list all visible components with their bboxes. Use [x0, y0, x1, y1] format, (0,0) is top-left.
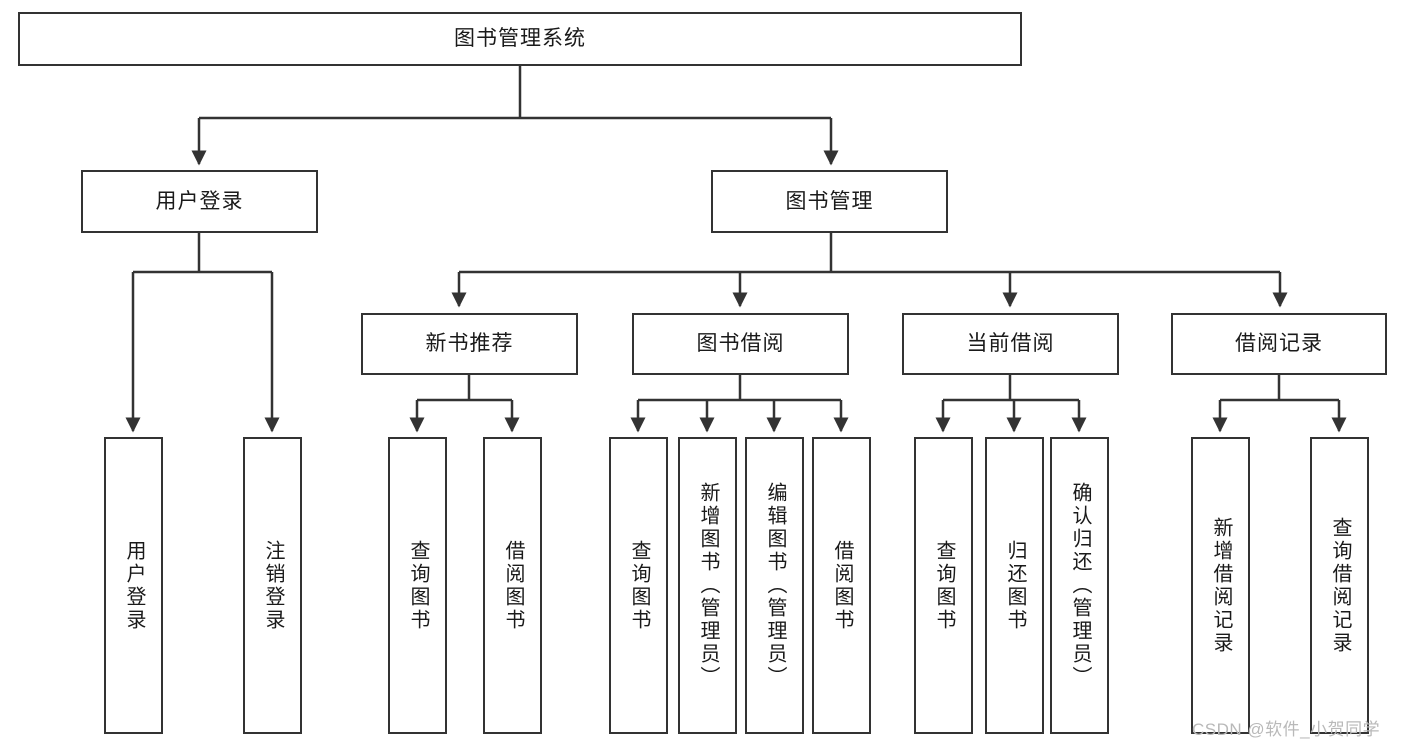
- node-new-book-recommend[interactable]: 新书推荐: [361, 313, 578, 375]
- node-leaf-query-book-2[interactable]: 查询图书: [609, 437, 668, 734]
- node-leaf-edit-book-label: 编辑图书（管理员）: [764, 482, 786, 689]
- node-borrow-record[interactable]: 借阅记录: [1171, 313, 1387, 375]
- node-user-login-label: 用户登录: [155, 189, 244, 213]
- node-root[interactable]: 图书管理系统: [18, 12, 1022, 66]
- node-leaf-return-book[interactable]: 归还图书: [985, 437, 1044, 734]
- node-new-book-recommend-label: 新书推荐: [425, 332, 514, 356]
- node-book-manage-label: 图书管理: [785, 189, 874, 213]
- node-borrow-record-label: 借阅记录: [1235, 332, 1323, 356]
- csdn-watermark: CSDN @软件_小贺同学: [1192, 720, 1381, 739]
- node-leaf-edit-book[interactable]: 编辑图书（管理员）: [745, 437, 804, 734]
- node-leaf-user-login[interactable]: 用户登录: [104, 437, 163, 734]
- node-leaf-borrow-book-1-label: 借阅图书: [502, 539, 524, 632]
- node-leaf-user-logout[interactable]: 注销登录: [243, 437, 302, 734]
- node-leaf-add-book[interactable]: 新增图书（管理员）: [678, 437, 737, 734]
- node-leaf-add-record[interactable]: 新增借阅记录: [1191, 437, 1250, 734]
- node-book-borrow[interactable]: 图书借阅: [632, 313, 849, 375]
- node-current-borrow-label: 当前借阅: [966, 332, 1055, 356]
- node-leaf-query-book-3-label: 查询图书: [933, 539, 955, 632]
- node-leaf-confirm-return[interactable]: 确认归还（管理员）: [1050, 437, 1109, 734]
- node-leaf-query-book-2-label: 查询图书: [628, 539, 650, 632]
- node-leaf-user-logout-label: 注销登录: [262, 539, 284, 632]
- node-leaf-return-book-label: 归还图书: [1004, 539, 1026, 632]
- node-book-manage[interactable]: 图书管理: [711, 170, 948, 233]
- node-leaf-query-book-1-label: 查询图书: [407, 539, 429, 632]
- node-current-borrow[interactable]: 当前借阅: [902, 313, 1119, 375]
- node-leaf-borrow-book-2-label: 借阅图书: [831, 539, 853, 632]
- node-leaf-add-book-label: 新增图书（管理员）: [697, 482, 719, 689]
- node-leaf-query-book-1[interactable]: 查询图书: [388, 437, 447, 734]
- node-book-borrow-label: 图书借阅: [696, 332, 785, 356]
- node-leaf-borrow-book-2[interactable]: 借阅图书: [812, 437, 871, 734]
- node-leaf-query-record[interactable]: 查询借阅记录: [1310, 437, 1369, 734]
- node-leaf-add-record-label: 新增借阅记录: [1210, 516, 1232, 655]
- node-user-login[interactable]: 用户登录: [81, 170, 318, 233]
- node-leaf-query-book-3[interactable]: 查询图书: [914, 437, 973, 734]
- node-leaf-confirm-return-label: 确认归还（管理员）: [1069, 482, 1091, 689]
- node-leaf-borrow-book-1[interactable]: 借阅图书: [483, 437, 542, 734]
- node-leaf-user-login-label: 用户登录: [123, 539, 145, 632]
- node-root-label: 图书管理系统: [454, 27, 586, 51]
- node-leaf-query-record-label: 查询借阅记录: [1329, 516, 1351, 655]
